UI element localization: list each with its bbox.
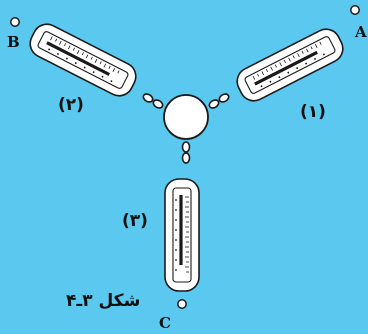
spring-scale-3 (163, 177, 201, 293)
figure-caption: شکل ۳ـ۴ (66, 291, 141, 311)
center-ring (163, 94, 209, 140)
spring-scale-2 (23, 17, 143, 103)
label-point-c: C (159, 314, 171, 332)
label-scale-1: (۱) (300, 102, 326, 122)
end-ring-b (10, 17, 20, 27)
label-point-b: B (7, 33, 20, 51)
chain-links (142, 93, 230, 164)
label-scale-2: (۲) (58, 95, 84, 115)
spring-scale-1 (230, 22, 350, 108)
end-ring-a (350, 5, 360, 15)
end-ring-c (177, 299, 187, 309)
label-scale-3: (۳) (122, 211, 148, 231)
label-point-a: A (355, 23, 367, 41)
